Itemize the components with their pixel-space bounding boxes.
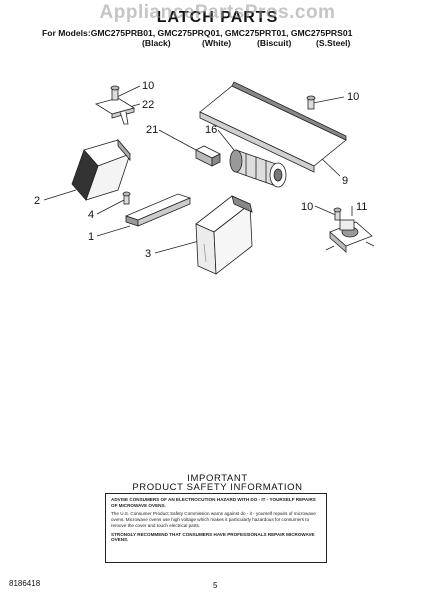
callout-11: 11 — [356, 201, 367, 213]
color-black: (Black) — [142, 38, 171, 48]
color-biscuit: (Biscuit) — [257, 38, 292, 48]
callout-4: 4 — [88, 209, 94, 221]
callout-9: 9 — [342, 175, 348, 187]
color-white: (White) — [202, 38, 232, 48]
safety-paragraph-3: STRONGLY RECOMMEND THAT CONSUMERS HAVE P… — [111, 531, 315, 543]
watermark: AppliancePartsPros.com — [99, 2, 336, 23]
safety-heading-line2: PRODUCT SAFETY INFORMATION — [132, 482, 303, 493]
page-title: LATCH PARTS — [156, 9, 279, 26]
model-colors: (Black) (White) (Biscuit) (S.Steel) — [0, 38, 435, 50]
air-duct-part — [199, 81, 347, 173]
latch-bracket-part — [95, 85, 135, 125]
spacer-block-part — [195, 145, 221, 167]
callout-16: 16 — [205, 124, 217, 136]
latch-rail-part — [122, 191, 192, 227]
callout-10-top-right: 10 — [347, 91, 359, 103]
callout-10-top-left: 10 — [142, 80, 154, 92]
safety-paragraph-1: ADVISE CONSUMERS OF AN ELECTROCUTION HAZ… — [111, 497, 316, 508]
callout-10-right: 10 — [301, 201, 313, 213]
document-part-number: 8186418 — [9, 579, 41, 588]
page-number: 5 — [213, 581, 218, 590]
switch-assembly-part — [325, 207, 375, 253]
color-steel: (S.Steel) — [316, 38, 351, 48]
callout-22: 22 — [142, 99, 154, 111]
callout-3: 3 — [145, 248, 151, 260]
callout-1: 1 — [88, 231, 94, 243]
shroud-part — [195, 195, 253, 275]
callout-2: 2 — [34, 195, 40, 207]
callout-21: 21 — [146, 124, 158, 136]
safety-heading-line1: IMPORTANT — [187, 473, 248, 484]
models-line: For Models:GMC275PRB01, GMC275PRQ01, GMC… — [42, 28, 353, 38]
fan-motor-part — [229, 149, 287, 188]
air-guide-part — [71, 138, 131, 201]
safety-paragraph-2: The U.S. Consumer Product Safety Commiss… — [111, 511, 316, 528]
safety-info-box: ADVISE CONSUMERS OF AN ELECTROCUTION HAZ… — [105, 493, 327, 563]
